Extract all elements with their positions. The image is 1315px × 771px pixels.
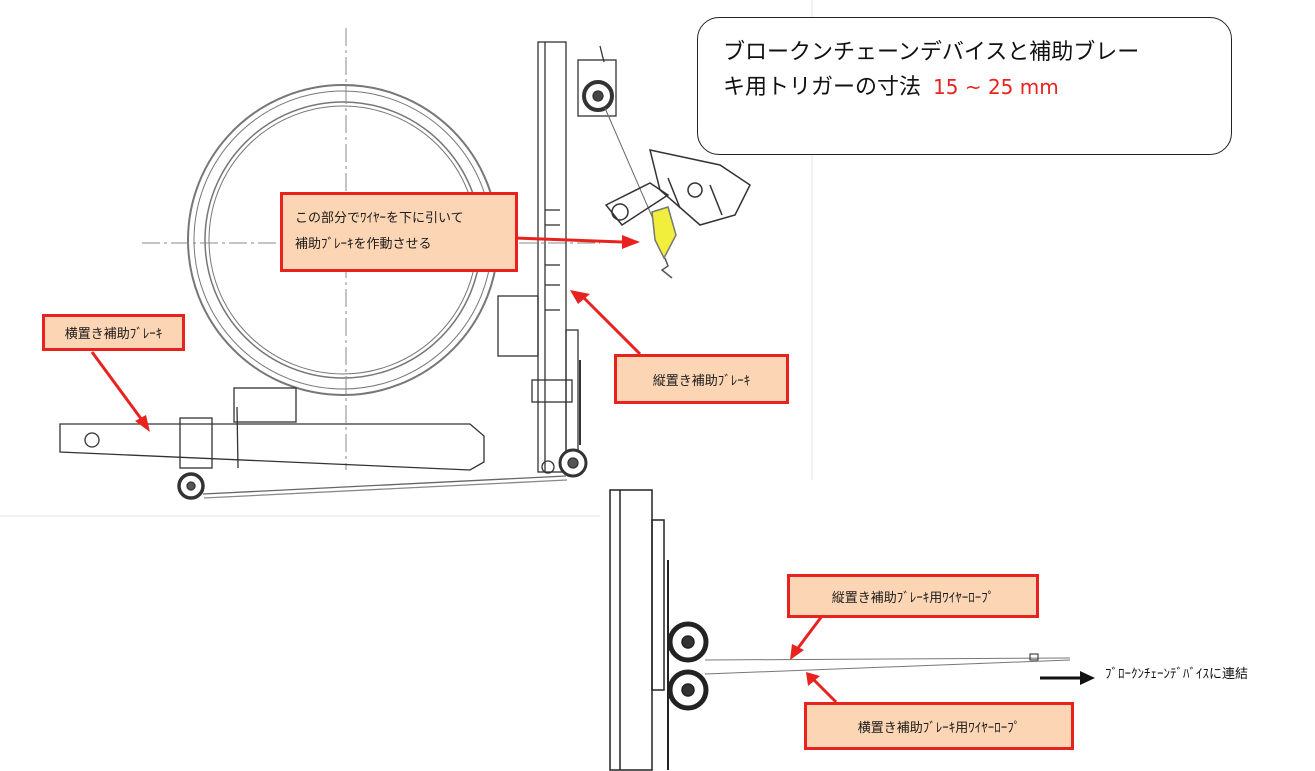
- trigger-lever: [651, 206, 677, 260]
- callout-pull-wire-line1: この部分でﾜｲﾔｰを下に引いて: [295, 211, 464, 226]
- vertical-brake-assembly: [497, 41, 588, 478]
- top-pulley: [577, 45, 658, 229]
- callout-arrows: [90, 235, 838, 704]
- dimension-value: 15 ~ 25 mm: [933, 75, 1059, 99]
- callout-pull-wire-line2: 補助ﾌﾞﾚｰｷを作動させる: [295, 237, 432, 252]
- horizontal-brake-assembly: [59, 387, 568, 500]
- connection-label: ﾌﾞﾛｰｸﾝﾁｪｰﾝﾃﾞﾊﾞｲｽに連結: [1105, 667, 1249, 682]
- callout-horizontal-brake-label: 横置き補助ﾌﾞﾚｰｷ: [64, 327, 163, 342]
- callout-vertical-wire-rope-label: 縦置き補助ﾌﾞﾚｰｷ用ﾜｲﾔｰﾛｰﾌﾟ: [831, 590, 995, 606]
- callout-vertical-wire-rope: 縦置き補助ﾌﾞﾚｰｷ用ﾜｲﾔｰﾛｰﾌﾟ: [787, 574, 1039, 618]
- callout-horizontal-wire-rope-label: 横置き補助ﾌﾞﾚｰｷ用ﾜｲﾔｰﾛｰﾌﾟ: [857, 720, 1021, 736]
- callout-horizontal-wire-rope: 横置き補助ﾌﾞﾚｰｷ用ﾜｲﾔｰﾛｰﾌﾟ: [804, 702, 1074, 750]
- title-box: ブロークンチェーンデバイスと補助ブレー キ用トリガーの寸法 15 ~ 25 mm: [697, 17, 1232, 155]
- callout-horizontal-brake: 横置き補助ﾌﾞﾚｰｷ: [42, 314, 185, 351]
- trigger-assembly: [604, 149, 751, 279]
- callout-pull-wire: この部分でﾜｲﾔｰを下に引いて 補助ﾌﾞﾚｰｷを作動させる: [280, 192, 518, 272]
- callout-vertical-brake: 縦置き補助ﾌﾞﾚｰｷ: [614, 354, 789, 404]
- callout-vertical-brake-label: 縦置き補助ﾌﾞﾚｰｷ: [652, 373, 751, 389]
- detail-view: [609, 489, 1071, 771]
- title-line1: ブロークンチェーンデバイスと補助ブレー: [723, 40, 1140, 65]
- title-line2: キ用トリガーの寸法: [723, 75, 922, 100]
- connection-arrow: [1040, 671, 1095, 685]
